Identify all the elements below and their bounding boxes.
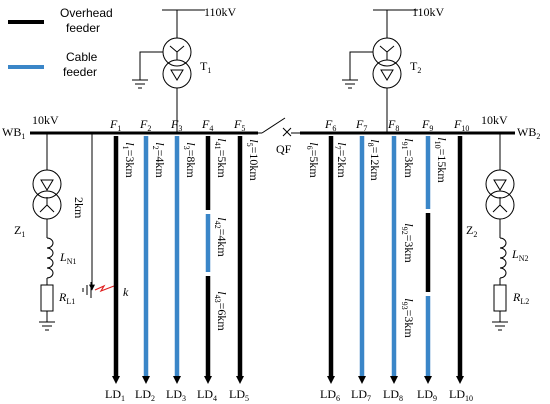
arc-coil-ln1-icon <box>46 237 54 279</box>
feeder-f3-label: F3 <box>170 117 182 133</box>
resistor-rl1-icon <box>40 284 54 312</box>
busbars: WB1 10kV WB2 10kV QF <box>2 113 540 156</box>
feeder-f6-label: F6 <box>324 117 336 133</box>
load-ld9-label: LD9 <box>417 387 437 403</box>
feeder-f6-length-1: l6=5km <box>305 142 321 178</box>
feeder-f2-length-1: l2=4km <box>151 142 167 178</box>
transformer-t1-label: T1 <box>200 59 211 75</box>
bus-tie-switch-label: QF <box>276 142 292 156</box>
feeder-f6-arrow-icon <box>327 376 335 384</box>
feeder-f1-arrow-icon <box>112 376 120 384</box>
feeder-f10-label: F10 <box>453 117 469 133</box>
feeder-f1-length-1: l1=3km <box>121 142 137 178</box>
feeder-f3-arrow-icon <box>173 376 181 384</box>
feeder-f9-length-3: l93=3km <box>400 298 416 338</box>
bus-tie-switch-qf-icon <box>258 117 300 137</box>
feeder-f4-length-1: l41=5km <box>213 138 229 178</box>
legend-cable-line1: Cable <box>66 50 98 64</box>
t2-neutral-ground-lead <box>349 51 373 80</box>
load-ld5-label: LD5 <box>229 387 249 403</box>
arc-coil-ln2-label: LN2 <box>511 247 528 263</box>
feeder-f8-arrow-icon <box>390 376 398 384</box>
fault-lightning-icon <box>94 284 115 293</box>
z1-label: Z1 <box>14 223 25 239</box>
feeder-f3-length-1: l3=8km <box>182 142 198 178</box>
load-ld3-label: LD3 <box>166 387 186 403</box>
transformer-t2-label: T2 <box>410 59 421 75</box>
fault-annotation: 2km k <box>72 133 129 299</box>
feeder-f10-arrow-icon <box>456 376 464 384</box>
arc-coil-ln1-label: LN1 <box>59 250 76 266</box>
feeder-f9-length-1: l91=3km <box>400 138 416 178</box>
right-grounding-branch: Z2 LN2 RL2 <box>466 133 529 331</box>
feeder-f8-length-1: l8=12km <box>366 139 382 181</box>
grounding-transformer-z2-icon <box>485 169 515 220</box>
feeder-f7-arrow-icon <box>358 376 366 384</box>
feeder-f5-length-1: l5=10km <box>245 139 261 181</box>
transformer-t2-icon <box>372 37 402 89</box>
busbar-wb2-label: WB2 <box>517 125 540 141</box>
rl2-ground-icon <box>492 321 508 331</box>
fault-ground-icon <box>82 282 92 298</box>
fault-distance-label: 2km <box>72 197 86 219</box>
feeder-f10-length-1: l10=15km <box>433 137 449 183</box>
feeder-f5-arrow-icon <box>236 376 244 384</box>
resistor-rl1-label: RL1 <box>58 290 75 306</box>
arc-coil-ln2-icon <box>499 237 507 279</box>
load-ld2-label: LD2 <box>135 387 155 403</box>
feeder-f5-label: F5 <box>233 117 245 133</box>
load-ld6-label: LD6 <box>320 387 340 403</box>
feeder-f2-label: F2 <box>139 117 151 133</box>
t1-ground-icon <box>132 79 148 89</box>
rl1-ground-icon <box>39 321 55 331</box>
feeder-f9-label: F9 <box>421 117 433 133</box>
fault-point-label: k <box>123 285 129 299</box>
feeder-f1-label: F1 <box>109 117 121 133</box>
grounding-transformer-z1-icon <box>32 169 62 220</box>
load-ld4-label: LD4 <box>197 387 217 403</box>
feeder-f7-label: F7 <box>355 117 367 133</box>
feeder-f7-length-1: l7=2km <box>333 142 349 178</box>
feeder-f4-length-2: l42=4km <box>213 217 229 257</box>
feeder-f2-arrow-icon <box>142 376 150 384</box>
t1-neutral-ground-lead <box>139 51 163 80</box>
busbar-wb1-label: WB1 <box>2 125 25 141</box>
left-substation: 110kV T1 <box>132 5 237 133</box>
right-substation: 110kV T2 <box>342 5 445 133</box>
feeder-f9-length-2: l92=3km <box>400 223 416 263</box>
busbar-wb1-voltage: 10kV <box>32 113 59 127</box>
legend: Overhead feeder Cable feeder <box>8 6 113 79</box>
feeder-f4-length-3: l43=6km <box>213 291 229 331</box>
left-hv-voltage: 110kV <box>204 5 237 19</box>
legend-cable-line2: feeder <box>63 65 97 79</box>
feeder-f9-arrow-icon <box>424 376 432 384</box>
feeder-f4-label: F4 <box>201 117 213 133</box>
t2-ground-icon <box>342 79 358 89</box>
resistor-rl2-icon <box>493 284 507 312</box>
right-hv-voltage: 110kV <box>412 5 445 19</box>
z2-label: Z2 <box>466 223 477 239</box>
feeder-f4-arrow-icon <box>204 376 212 384</box>
resistor-rl2-label: RL2 <box>512 290 529 306</box>
legend-overhead-line2: feeder <box>66 21 100 35</box>
left-grounding-branch: Z1 LN1 RL1 <box>14 133 76 331</box>
transformer-t1-icon <box>162 37 192 89</box>
feeder-f8-label: F8 <box>387 117 399 133</box>
load-ld7-label: LD7 <box>351 387 371 403</box>
load-ld10-label: LD10 <box>449 387 473 403</box>
busbar-wb2-voltage: 10kV <box>481 113 508 127</box>
load-ld1-label: LD1 <box>105 387 125 403</box>
load-ld8-label: LD8 <box>383 387 403 403</box>
legend-overhead-line1: Overhead <box>60 6 113 20</box>
